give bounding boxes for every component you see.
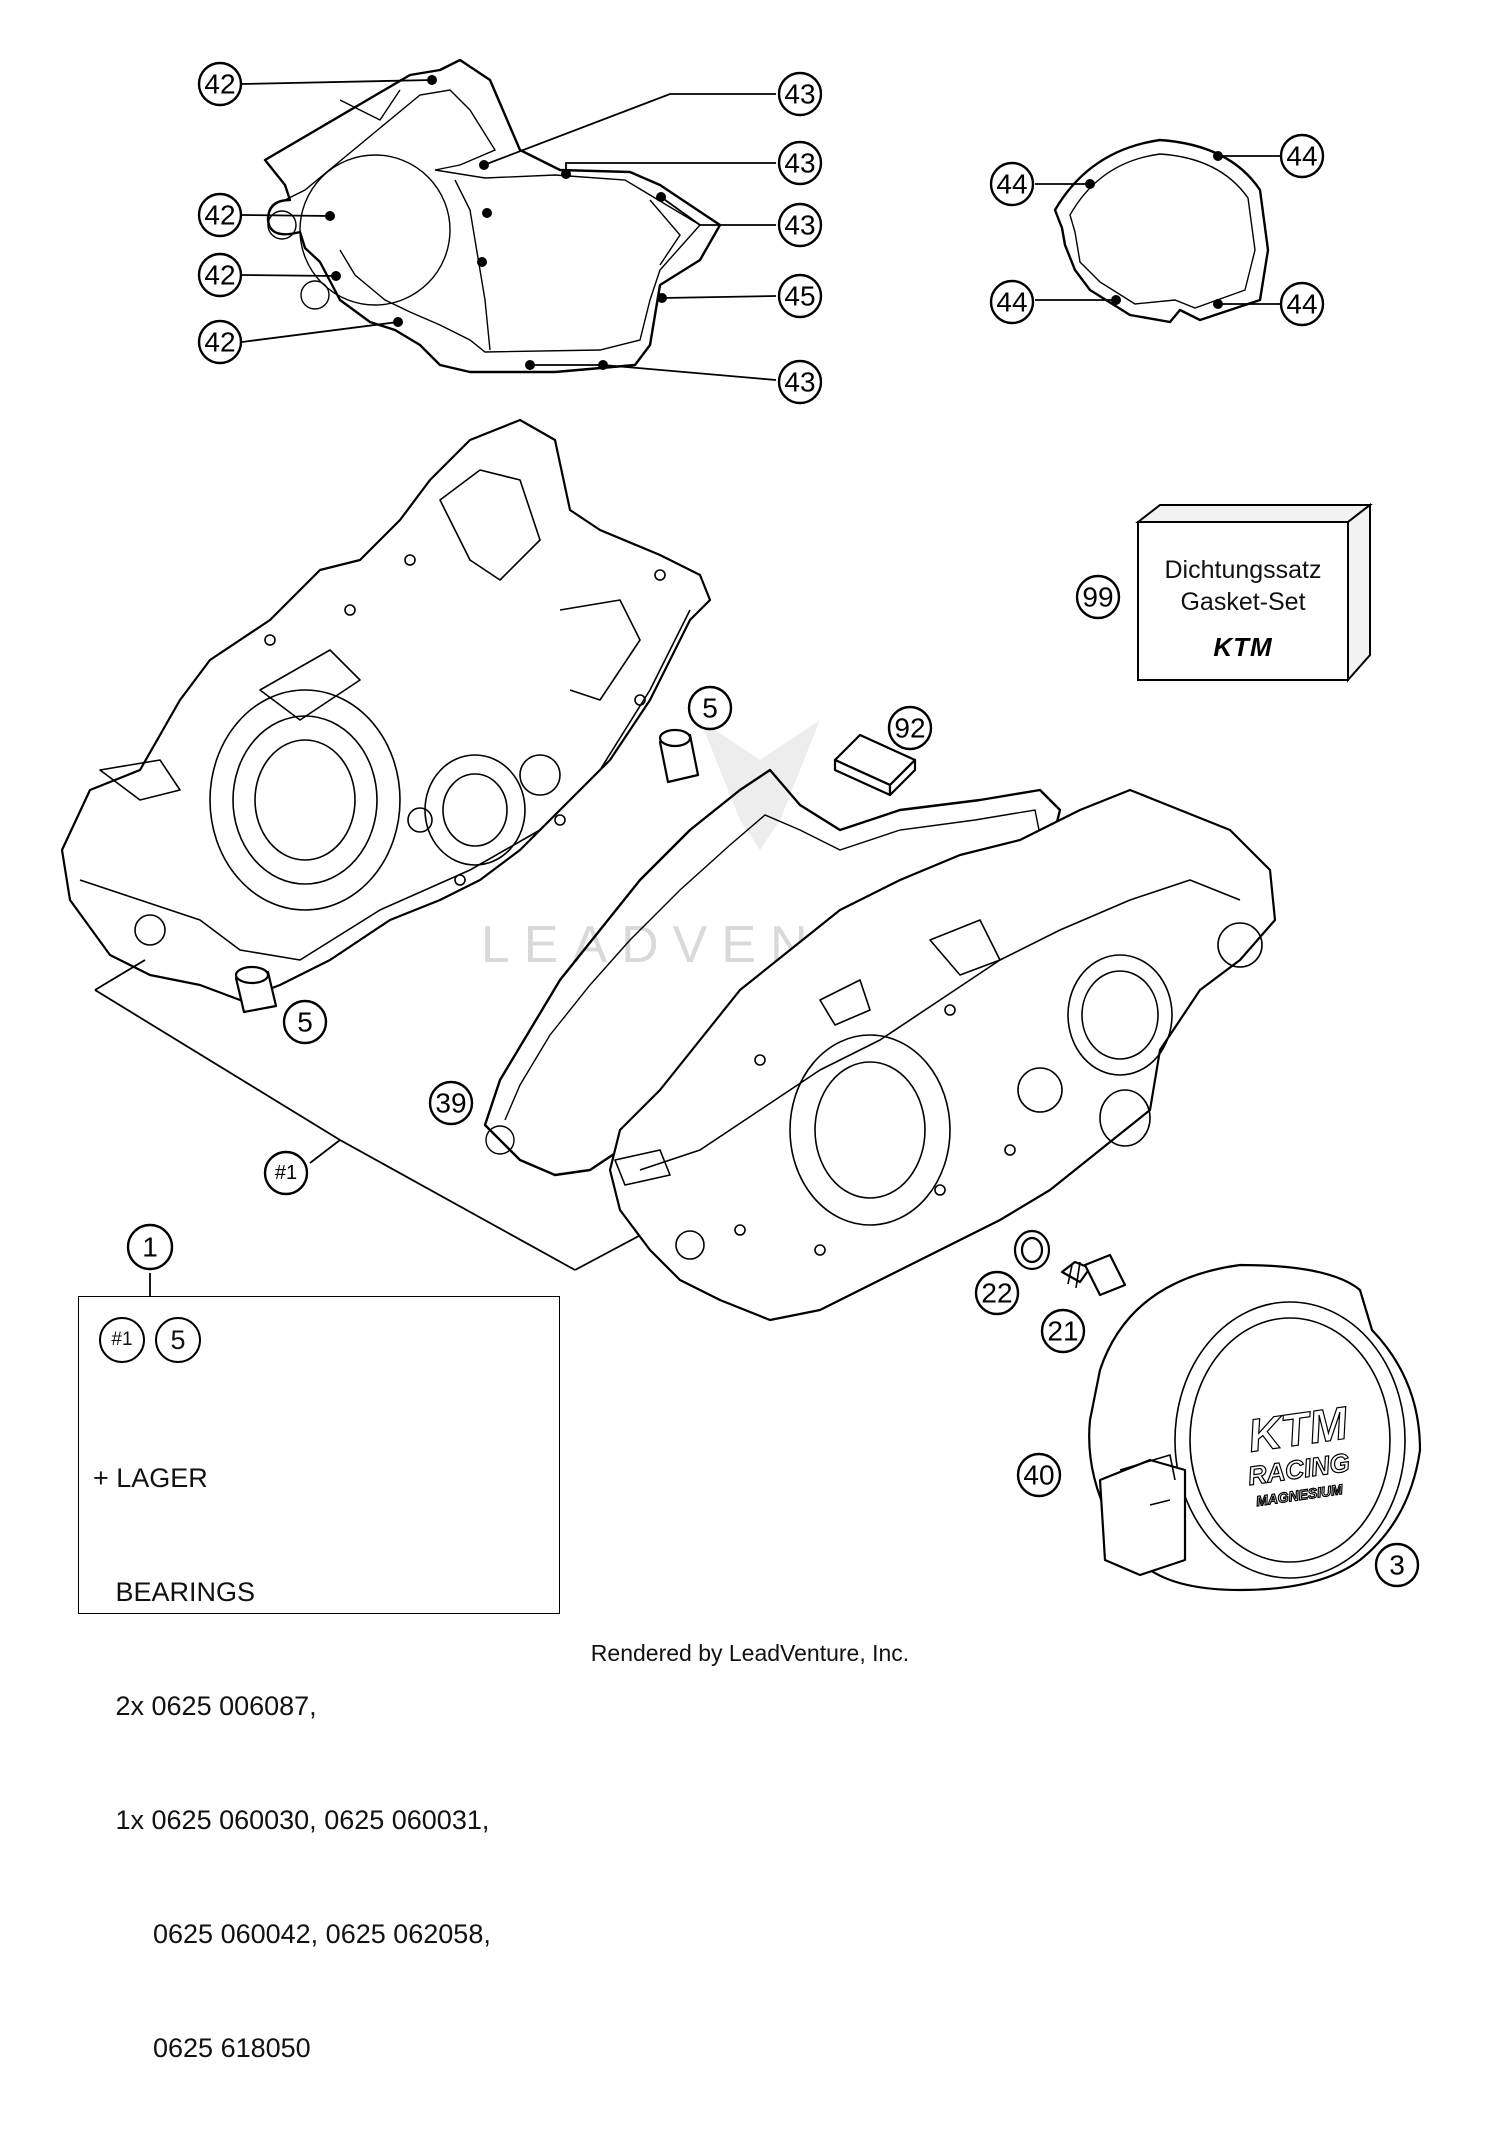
callout-42-bottom: 42 xyxy=(197,319,243,365)
svg-text:39: 39 xyxy=(435,1088,466,1119)
svg-text:43: 43 xyxy=(784,210,815,241)
note-line: BEARINGS xyxy=(93,1577,256,1607)
seal-92 xyxy=(833,733,917,797)
dowel-sleeve-lower xyxy=(234,965,278,1014)
callout-42-top: 42 xyxy=(197,61,243,107)
svg-text:44: 44 xyxy=(996,287,1027,318)
gasket-kit-line1: Dichtungssatz xyxy=(1164,556,1321,584)
gasket-dowel-dots xyxy=(325,75,667,370)
gasket-kit-logo: KTM xyxy=(1213,632,1273,662)
svg-text:21: 21 xyxy=(1047,1316,1078,1347)
ignition-gasket-leaders xyxy=(1035,155,1280,305)
svg-text:22: 22 xyxy=(981,1278,1012,1309)
note-line: 0625 618050 xyxy=(93,2033,311,2063)
svg-text:43: 43 xyxy=(784,367,815,398)
note-line: 0625 060042, 0625 062058, xyxy=(93,1919,491,1949)
svg-text:99: 99 xyxy=(1082,582,1113,613)
note-line: 1x 0625 060030, 0625 060031, xyxy=(93,1805,490,1835)
ignition-cover: KTM RACING MAGNESIUM xyxy=(1088,1263,1422,1592)
callout-5-lower: 5 xyxy=(282,999,328,1045)
note-badges: #1 5 xyxy=(99,1317,201,1363)
svg-text:5: 5 xyxy=(702,693,718,724)
callout-3: 3 xyxy=(1374,1542,1420,1588)
svg-text:42: 42 xyxy=(204,69,235,100)
ignition-cover-gasket xyxy=(1053,138,1270,324)
callout-21: 21 xyxy=(1040,1308,1086,1354)
footer-credit: Rendered by LeadVenture, Inc. xyxy=(590,1640,910,1666)
washer-22 xyxy=(1013,1229,1051,1271)
assembly-bracket xyxy=(94,959,651,1271)
callout-1: 1 xyxy=(126,1223,174,1271)
svg-text:45: 45 xyxy=(784,281,815,312)
watermark-logo xyxy=(700,720,820,850)
svg-text:43: 43 xyxy=(784,79,815,110)
svg-text:3: 3 xyxy=(1389,1550,1405,1581)
svg-text:44: 44 xyxy=(996,169,1027,200)
right-crankcase-half xyxy=(608,788,1277,1322)
callout-44-bottom-left: 44 xyxy=(989,279,1035,325)
note-lines: + LAGER BEARINGS 2x 0625 006087, 1x 0625… xyxy=(93,1383,491,2143)
callout-92: 92 xyxy=(887,705,933,751)
svg-text:42: 42 xyxy=(204,327,235,358)
parts-diagram: LEADVENTURE xyxy=(60,58,1422,1592)
callout-44-top-right: 44 xyxy=(1279,133,1325,179)
svg-text:#1: #1 xyxy=(275,1162,297,1184)
gasket-kit-line2: Gasket-Set xyxy=(1180,588,1305,616)
svg-text:1: 1 xyxy=(142,1232,158,1263)
svg-text:43: 43 xyxy=(784,148,815,179)
callout-5-upper: 5 xyxy=(687,685,733,731)
callout-43-third: 43 xyxy=(777,202,823,248)
svg-text:42: 42 xyxy=(204,260,235,291)
svg-text:92: 92 xyxy=(894,713,925,744)
svg-text:5: 5 xyxy=(297,1007,313,1038)
note-line: 2x 0625 006087, xyxy=(93,1691,317,1721)
gasket-kit-box: Dichtungssatz Gasket-Set KTM xyxy=(1135,502,1373,683)
callout-39: 39 xyxy=(428,1080,474,1126)
note-line: + LAGER xyxy=(93,1463,208,1493)
callout-43-bottom: 43 xyxy=(777,359,823,405)
callout-43-second: 43 xyxy=(777,140,823,186)
svg-text:42: 42 xyxy=(204,200,235,231)
callout-22: 22 xyxy=(974,1270,1020,1316)
callout-42-mid2: 42 xyxy=(197,252,243,298)
callout-99: 99 xyxy=(1075,574,1121,620)
svg-text:44: 44 xyxy=(1286,141,1317,172)
drain-screw-21 xyxy=(1060,1253,1127,1297)
callout-43-top: 43 xyxy=(777,71,823,117)
svg-text:40: 40 xyxy=(1023,1460,1054,1491)
gasket-leaders xyxy=(241,79,777,381)
callout-40: 40 xyxy=(1016,1452,1062,1498)
left-crankcase-half xyxy=(60,418,712,1002)
callout-45: 45 xyxy=(777,273,823,319)
note-badge-5: 5 xyxy=(155,1317,201,1363)
callout-44-top-left: 44 xyxy=(989,161,1035,207)
svg-text:44: 44 xyxy=(1286,289,1317,320)
callout-44-bottom-right: 44 xyxy=(1279,281,1325,327)
callout-hash-1: #1 xyxy=(263,1150,309,1196)
bearing-note-box: #1 5 + LAGER BEARINGS 2x 0625 006087, 1x… xyxy=(78,1296,560,2063)
note-badge-hash-1: #1 xyxy=(99,1317,145,1363)
dowel-sleeve-upper xyxy=(658,728,700,784)
callout-42-mid1: 42 xyxy=(197,192,243,238)
